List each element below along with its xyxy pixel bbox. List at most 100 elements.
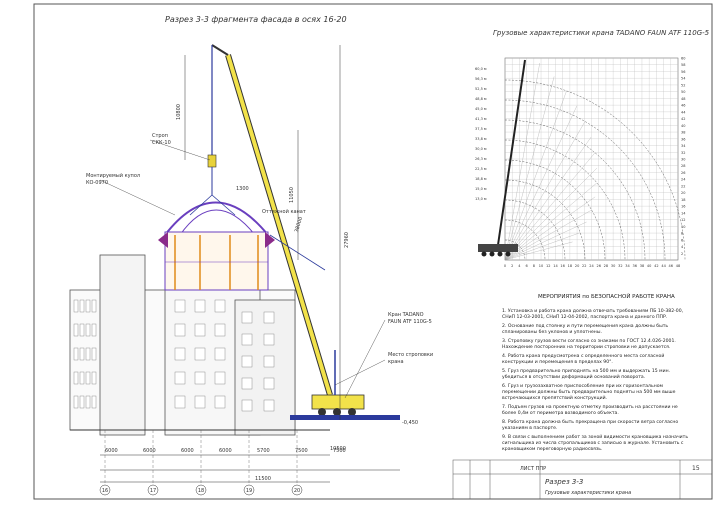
sheet-frame	[33, 3, 713, 500]
chart-x-tick: 42	[654, 264, 658, 268]
measure-item: 5. Груз предварительно приподнять на 500…	[502, 368, 670, 380]
window	[194, 347, 206, 361]
chart-ray	[504, 121, 586, 261]
measure-item: 9. В связи с выполнением работ за зоной …	[502, 433, 688, 452]
chart-x-tick: 24	[589, 264, 594, 268]
window	[79, 347, 85, 361]
axis-label: 20	[294, 488, 300, 494]
chart-arc	[504, 119, 646, 261]
chart-x-tick: 40	[647, 264, 651, 268]
title-block-sheet-no: 15	[692, 465, 700, 472]
chart-ray	[504, 90, 567, 261]
chart-boom-length: 56,3 м	[475, 77, 487, 81]
chart-boom-length: 30,0 м	[475, 147, 487, 151]
window	[73, 371, 79, 385]
window	[79, 323, 85, 337]
chart-y-tick: 60	[681, 57, 685, 61]
measure-item: 6. Груз и грузозахватное приспособление …	[502, 383, 676, 401]
measure-item: 2. Основание под стоянку и пути перемеще…	[502, 323, 668, 335]
window	[241, 333, 253, 346]
chart-x-tick: 38	[640, 264, 644, 268]
chart-y-tick: 42	[681, 117, 685, 121]
chart-x-tick: 36	[633, 264, 637, 268]
measure-item: 3. Строповку грузов вести согласно со зн…	[502, 338, 676, 350]
chart-x-tick: 6	[526, 264, 528, 268]
dim-horizontal: 6000	[219, 448, 232, 454]
chart-x-tick: 8	[533, 264, 535, 268]
window	[174, 323, 186, 337]
section-title: Разрез 3-3 фрагмента фасада в осях 16-20	[165, 15, 347, 24]
window	[241, 377, 253, 390]
sling-value: СКК-10	[152, 140, 171, 146]
title-block	[452, 459, 713, 500]
slinging-place-title: Место строповки	[388, 352, 433, 358]
window	[85, 323, 91, 337]
chart-y-tick: 8	[681, 232, 683, 236]
window	[194, 299, 206, 313]
chart-x-tick: 32	[618, 264, 622, 268]
chart-y-tick: 2	[681, 252, 683, 256]
chart-ray	[504, 167, 598, 261]
chart-x-tick: 2	[511, 264, 513, 268]
total-width: 11500	[255, 476, 271, 482]
chart-y-tick: 48	[681, 97, 685, 101]
window	[91, 371, 97, 385]
tag-line-label: Оттяжной канат	[262, 208, 306, 215]
title-block-subtitle: Грузовые характеристики крана	[545, 490, 631, 496]
window	[174, 371, 186, 385]
chart-y-tick: 40	[681, 124, 685, 128]
chart-y-tick: 22	[681, 184, 685, 188]
measure-item: 7. Подъем грузов на проектную отметку пр…	[502, 404, 678, 416]
chart-x-tick: 12	[546, 264, 550, 268]
axis-bubble	[195, 484, 207, 496]
window	[241, 399, 253, 412]
chart-crane-wheel	[497, 251, 503, 257]
title-block-sheet-title: Разрез 3-3	[545, 478, 583, 486]
chart-crane-boom	[497, 59, 526, 246]
chart-x-tick: 10	[539, 264, 543, 268]
window	[263, 399, 275, 412]
level-mark: -0,450	[402, 420, 418, 426]
chart-crane-wheel	[489, 251, 495, 257]
chart-boom-length: 52,5 м	[475, 87, 487, 91]
chart-ray	[504, 105, 577, 261]
chart-ray	[504, 152, 596, 261]
window	[79, 395, 85, 409]
dim-horizontal: 6000	[181, 448, 194, 454]
windows-group	[73, 299, 275, 412]
window	[241, 355, 253, 368]
axis-label: 17	[150, 488, 156, 494]
axis-bubble	[291, 484, 303, 496]
chart-arc	[504, 79, 686, 261]
chart-y-tick: 58	[681, 63, 685, 67]
chart-boom-length: 37,5 м	[475, 127, 487, 131]
dim-vertical-3: 11050	[289, 187, 295, 203]
axis-bubble	[243, 484, 255, 496]
chart-boom-length: 18,8 м	[475, 177, 487, 181]
dimension-lines	[100, 45, 400, 483]
leader-lines	[99, 139, 386, 399]
chart-arc	[504, 179, 586, 261]
window	[263, 333, 275, 346]
axis-label: 16	[102, 488, 108, 494]
window	[91, 347, 97, 361]
chart-y-tick: 6	[681, 238, 683, 242]
slinging-dim: 1300	[236, 186, 249, 192]
window	[194, 323, 206, 337]
chart-y-tick: 28	[681, 164, 685, 168]
window	[174, 299, 186, 313]
chart-ray	[504, 196, 596, 261]
window	[214, 371, 226, 385]
chart-x-tick: 44	[661, 264, 666, 268]
chart-ray	[504, 241, 573, 261]
chart-boom-length: 45,0 м	[475, 107, 487, 111]
chart-boom-length: 41,3 м	[475, 117, 487, 121]
window	[73, 395, 79, 409]
chart-crane-wheel	[481, 251, 487, 257]
chart-boom-length: 15,0 м	[475, 187, 487, 191]
dim-horizontal: 5700	[257, 448, 270, 454]
axis-bubble	[147, 484, 159, 496]
window	[214, 347, 226, 361]
